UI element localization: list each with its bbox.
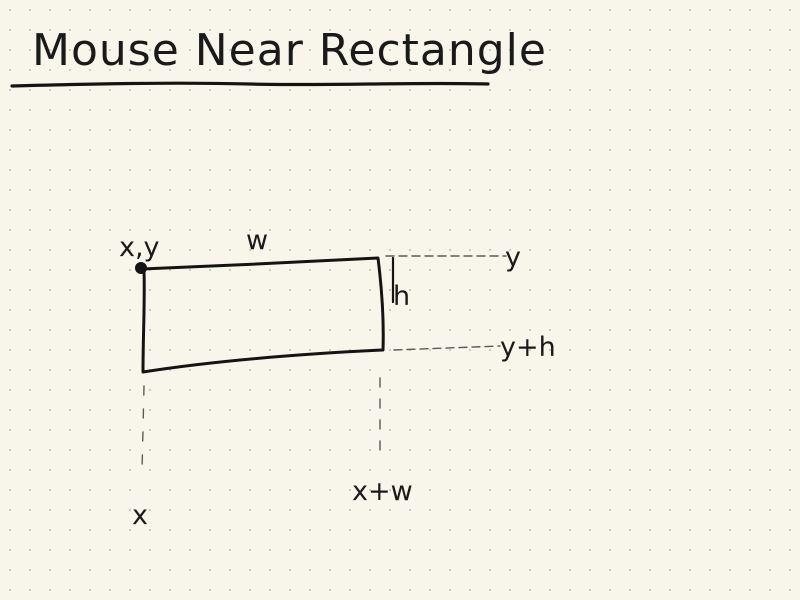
width-label: w: [246, 225, 268, 256]
page-title: Mouse Near Rectangle: [32, 25, 547, 76]
right-edge-label: x+w: [352, 476, 413, 507]
corner-point: [135, 262, 147, 274]
height-label: h: [393, 281, 410, 312]
rectangle-shape: [140, 256, 385, 374]
bottom-edge-guide: [393, 345, 501, 351]
top-edge-label: y: [505, 242, 521, 273]
bottom-edge-label: y+h: [500, 332, 556, 363]
title-underline: [10, 81, 490, 88]
corner-label: x,y: [119, 232, 160, 263]
left-edge-guide: [141, 385, 145, 473]
left-edge-label: x: [132, 500, 148, 531]
